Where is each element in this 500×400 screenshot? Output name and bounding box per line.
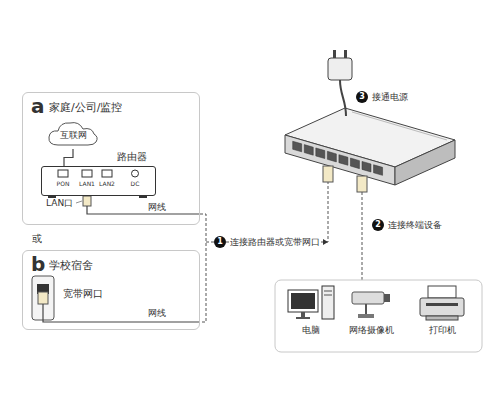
port-label: 宽带网口 xyxy=(63,287,103,300)
cable-label: 网线 xyxy=(148,307,166,319)
wall-port xyxy=(38,292,48,304)
computer-icon xyxy=(322,286,334,319)
dashed-cable xyxy=(200,182,362,322)
device-caption: 电脑 xyxy=(300,323,322,337)
device-panel xyxy=(275,280,482,352)
port-label: LAN2 xyxy=(99,180,115,188)
switch-port xyxy=(350,158,359,169)
panel-title: 学校宿舍 xyxy=(49,259,93,273)
device-label: 打印机 xyxy=(429,324,456,336)
power-adapter xyxy=(328,58,352,80)
camera-icon xyxy=(352,292,384,304)
network-cable xyxy=(83,196,91,206)
camera-icon xyxy=(358,314,374,318)
switch-port xyxy=(293,141,383,175)
switch-port xyxy=(339,155,348,166)
computer-icon xyxy=(301,312,305,317)
device-label: 网络摄像机 xyxy=(349,324,394,336)
camera-icon xyxy=(365,304,367,314)
network-cable xyxy=(87,206,200,214)
dashed-cable xyxy=(200,214,206,322)
power-adapter xyxy=(333,50,336,58)
printer-icon xyxy=(420,298,464,316)
router-detail xyxy=(82,170,92,177)
callout-number: 3 xyxy=(356,91,368,103)
router-label: 路由器 xyxy=(117,150,147,163)
device-caption: 网络摄像机 xyxy=(347,323,396,337)
network-cable xyxy=(64,149,73,166)
switch xyxy=(285,108,455,185)
wall-port xyxy=(32,276,200,322)
router-detail xyxy=(102,170,112,177)
printer-icon xyxy=(428,286,456,298)
computer-icon xyxy=(288,290,318,312)
device-caption: 打印机 xyxy=(427,323,458,337)
internet-cloud: 互联网 xyxy=(46,119,100,149)
panel-letter: b xyxy=(31,251,45,277)
wall-port-box: 宽带网口 xyxy=(61,285,105,302)
switch xyxy=(395,140,455,185)
network-cable xyxy=(76,201,82,203)
rj45-plug xyxy=(357,176,367,192)
switch-port xyxy=(362,161,371,172)
port-label: PON xyxy=(57,180,70,188)
device-panel xyxy=(275,280,482,352)
computer-icon xyxy=(296,317,310,319)
computer-icon xyxy=(324,291,332,295)
panel-title: 家庭/公司/监控 xyxy=(49,101,122,115)
step-label: 连接路由器或宽带网口 xyxy=(229,236,321,248)
switch-port xyxy=(293,141,302,152)
callout-number: 2 xyxy=(372,219,384,231)
computer-icon xyxy=(288,286,334,319)
dashed-cable xyxy=(206,182,328,242)
switch xyxy=(352,112,447,140)
router-detail xyxy=(132,170,139,177)
step-label: 接通电源 xyxy=(371,91,409,103)
wall-port xyxy=(43,304,200,322)
cable-label: 网线 xyxy=(148,201,166,213)
scene-panel: b 学校宿舍宽带网口 xyxy=(22,250,200,330)
power-adapter xyxy=(344,50,347,58)
switch-port xyxy=(327,151,336,162)
direction-arrow xyxy=(323,239,328,245)
printer-icon xyxy=(426,316,458,320)
switch-port xyxy=(304,145,313,156)
power-adapter xyxy=(340,80,346,116)
switch-port xyxy=(316,148,325,159)
rj45-plug xyxy=(323,166,333,182)
callout-number: 1 xyxy=(214,236,226,248)
router-detail xyxy=(48,170,147,198)
device-label: 电脑 xyxy=(302,324,320,336)
switch xyxy=(285,135,395,185)
rj45-plug xyxy=(323,166,367,192)
dashed-cable xyxy=(362,192,363,280)
computer-icon xyxy=(291,293,315,309)
router-detail xyxy=(58,170,68,177)
step-label: 连接终端设备 xyxy=(387,219,443,231)
power-adapter xyxy=(328,50,352,116)
cloud-label: 互联网 xyxy=(46,129,100,141)
port-label: DC xyxy=(131,180,140,188)
network-cable xyxy=(76,196,200,214)
port-name: LAN口 xyxy=(46,197,73,209)
printer-icon xyxy=(426,303,458,306)
panel-letter: a xyxy=(31,93,45,119)
camera-icon xyxy=(384,294,390,302)
printer-icon xyxy=(420,286,464,320)
camera-icon xyxy=(352,292,390,318)
switch-port xyxy=(374,165,383,176)
separator-text: 或 xyxy=(32,232,42,245)
port-label: LAN1 xyxy=(79,180,95,188)
